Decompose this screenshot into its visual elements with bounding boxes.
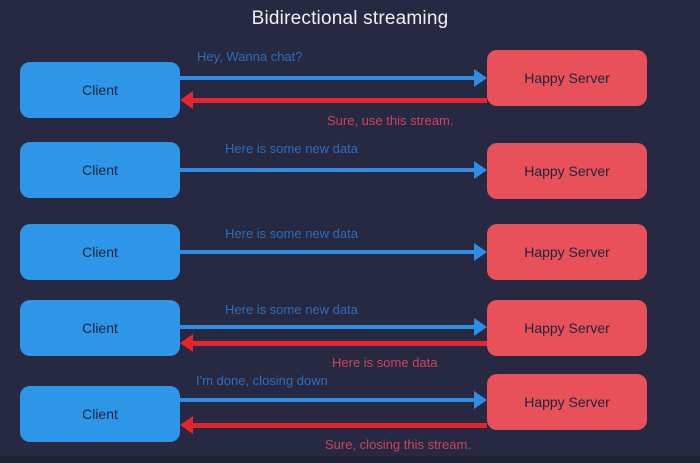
- request-label: Here is some new data: [225, 302, 358, 317]
- server-label: Happy Server: [524, 70, 610, 86]
- response-label: Here is some data: [332, 355, 438, 370]
- server-box: Happy Server: [487, 300, 647, 356]
- request-arrow: [180, 161, 487, 179]
- request-arrow: [180, 391, 487, 409]
- diagram-title: Bidirectional streaming: [251, 8, 449, 29]
- response-arrow: [180, 334, 487, 352]
- server-label: Happy Server: [524, 163, 610, 179]
- server-label: Happy Server: [524, 320, 610, 336]
- request-arrow: [180, 243, 487, 261]
- response-label: Sure, use this stream.: [327, 113, 454, 128]
- server-box: Happy Server: [487, 143, 647, 199]
- request-label: Hey, Wanna chat?: [197, 49, 303, 64]
- response-arrow: [180, 416, 487, 434]
- request-label: Here is some new data: [225, 226, 358, 241]
- request-label: Here is some new data: [225, 141, 358, 156]
- client-box: Client: [20, 386, 180, 442]
- client-box: Client: [20, 62, 180, 118]
- bottom-edge-bar: [0, 456, 700, 463]
- request-arrow: [180, 69, 487, 87]
- client-label: Client: [82, 406, 118, 422]
- response-label: Sure, closing this stream.: [325, 437, 471, 452]
- client-label: Client: [82, 82, 118, 98]
- server-label: Happy Server: [524, 244, 610, 260]
- client-label: Client: [82, 320, 118, 336]
- server-label: Happy Server: [524, 394, 610, 410]
- client-label: Client: [82, 244, 118, 260]
- response-arrow: [180, 91, 487, 109]
- client-box: Client: [20, 224, 180, 280]
- request-arrow: [180, 318, 487, 336]
- server-box: Happy Server: [487, 374, 647, 430]
- server-box: Happy Server: [487, 50, 647, 106]
- client-box: Client: [20, 142, 180, 198]
- client-box: Client: [20, 300, 180, 356]
- client-label: Client: [82, 162, 118, 178]
- request-label: I'm done, closing down: [196, 373, 328, 388]
- server-box: Happy Server: [487, 224, 647, 280]
